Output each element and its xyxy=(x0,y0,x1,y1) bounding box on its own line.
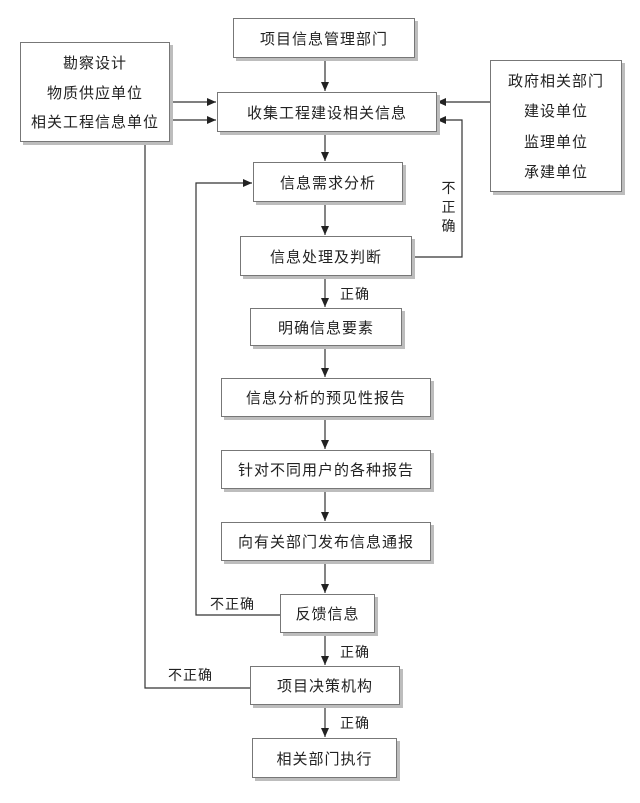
left-sources-box: 勘察设计 物质供应单位 相关工程信息单位 xyxy=(20,42,170,142)
loop-feedback-incorrect xyxy=(195,179,280,616)
node-execute: 相关部门执行 xyxy=(252,738,397,778)
node-need: 信息需求分析 xyxy=(253,162,403,202)
right-source: 监理单位 xyxy=(523,132,588,151)
label-incorrect-process: 不正确 xyxy=(441,181,457,235)
node-process: 信息处理及判断 xyxy=(240,236,412,276)
node-dept: 项目信息管理部门 xyxy=(233,18,415,58)
left-source: 相关工程信息单位 xyxy=(30,113,159,132)
left-source: 物质供应单位 xyxy=(46,83,143,102)
right-source: 政府相关部门 xyxy=(507,72,604,91)
left-source: 勘察设计 xyxy=(62,53,127,72)
node-feedback: 反馈信息 xyxy=(280,594,375,633)
right-sources-box: 政府相关部门 建设单位 监理单位 承建单位 xyxy=(490,60,622,192)
node-publish: 向有关部门发布信息通报 xyxy=(221,522,431,561)
label-incorrect-decision: 不正确 xyxy=(168,668,213,684)
node-forecast: 信息分析的预见性报告 xyxy=(221,378,431,417)
label-correct-process: 正确 xyxy=(340,287,370,303)
node-collect: 收集工程建设相关信息 xyxy=(217,92,437,132)
node-elements: 明确信息要素 xyxy=(250,308,402,346)
label-correct-decision: 正确 xyxy=(340,716,370,732)
label-incorrect-feedback: 不正确 xyxy=(210,597,255,613)
loop-decision-incorrect xyxy=(144,116,250,689)
loop-process-incorrect xyxy=(412,116,463,258)
right-source: 承建单位 xyxy=(523,162,588,181)
right-source: 建设单位 xyxy=(523,102,588,121)
label-correct-feedback: 正确 xyxy=(340,645,370,661)
node-decision: 项目决策机构 xyxy=(250,666,400,705)
node-reports: 针对不同用户的各种报告 xyxy=(221,450,431,489)
